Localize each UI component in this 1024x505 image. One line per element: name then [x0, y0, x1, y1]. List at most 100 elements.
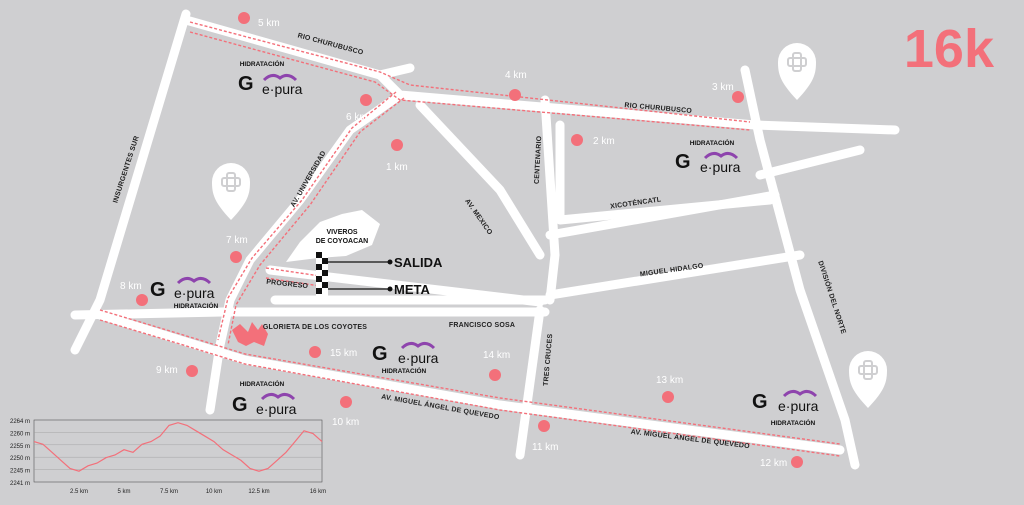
epura-logo-icon: e·pura	[778, 398, 819, 414]
profile-x-tick: 16 km	[310, 489, 326, 495]
km-label: 8 km	[120, 281, 142, 292]
profile-grid	[34, 432, 322, 470]
epura-logo-icon: e·pura	[174, 285, 215, 301]
km-label: 13 km	[656, 375, 683, 386]
km-marker	[509, 89, 521, 101]
profile-y-tick: 2255 m	[10, 444, 30, 450]
viveros-label-1: VIVEROS	[326, 229, 357, 236]
epura-logo-icon: e·pura	[256, 401, 297, 417]
street-label: TRES CRUCES	[543, 333, 555, 386]
gatorade-icon: G	[238, 73, 254, 95]
km-marker	[340, 396, 352, 408]
epura-logo-icon: e·pura	[398, 350, 439, 366]
profile-x-tick: 10 km	[206, 489, 222, 495]
rainbow-icon	[782, 389, 818, 398]
km-label: 7 km	[226, 235, 248, 246]
profile-y-ticks: 2264 m 2260 m 2255 m 2250 m 2245 m 2241 m	[10, 419, 30, 487]
profile-frame	[33, 419, 323, 483]
hydration-station: G e·pura HIDRATACIÓN	[372, 341, 439, 375]
start-dot	[387, 259, 393, 265]
km-marker	[791, 456, 803, 468]
km-label: 12 km	[760, 458, 787, 469]
km-marker	[391, 139, 403, 151]
km-marker	[732, 91, 744, 103]
gatorade-icon: G	[150, 279, 166, 301]
hydration-label: HIDRATACIÓN	[240, 379, 285, 388]
profile-x-tick: 7.5 km	[160, 489, 178, 495]
km-marker	[571, 134, 583, 146]
km-marker	[238, 12, 250, 24]
street-network	[70, 9, 900, 470]
km-marker	[186, 365, 198, 377]
km-label: 1 km	[386, 162, 408, 173]
profile-y-tick: 2264 m	[10, 419, 30, 425]
elevation-line	[33, 422, 323, 472]
hydration-label: HIDRATACIÓN	[690, 138, 735, 147]
km-label: 6 km	[346, 112, 368, 123]
medical-cross-pin-icon	[849, 351, 887, 408]
hydration-label: HIDRATACIÓN	[771, 418, 816, 427]
finish-dot	[387, 286, 393, 292]
street-label: CENTENARIO	[534, 135, 544, 184]
epura-logo-icon: e·pura	[262, 81, 303, 97]
start-label: SALIDA	[394, 255, 443, 270]
street-label: FRANCISCO SOSA	[449, 322, 515, 329]
km-marker	[230, 251, 242, 263]
hydration-label: HIDRATACIÓN	[240, 59, 285, 68]
profile-x-tick: 5 km	[117, 489, 130, 495]
km-marker	[136, 294, 148, 306]
km-marker	[538, 420, 550, 432]
gatorade-icon: G	[675, 151, 691, 173]
rainbow-icon	[176, 276, 212, 285]
rainbow-icon	[703, 151, 739, 160]
elevation-profile: 2264 m 2260 m 2255 m 2250 m 2245 m 2241 m 2.5…	[10, 419, 326, 495]
coyote-statue-icon	[232, 322, 268, 346]
rainbow-icon	[260, 392, 296, 401]
hydration-station: G e·pura HIDRATACIÓN	[150, 276, 219, 310]
km-marker	[489, 369, 501, 381]
km-marker	[309, 346, 321, 358]
hydration-station: HIDRATACIÓN G e·pura	[675, 138, 741, 175]
gatorade-icon: G	[752, 391, 768, 413]
medical-cross-pin-icon	[212, 163, 250, 220]
km-label: 4 km	[505, 70, 527, 81]
medical-cross-pin-icon	[778, 43, 816, 100]
hydration-label: HIDRATACIÓN	[382, 366, 427, 375]
km-label: 14 km	[483, 350, 510, 361]
rainbow-icon	[400, 341, 436, 350]
profile-x-tick: 12.5 km	[248, 489, 269, 495]
km-marker	[360, 94, 372, 106]
km-marker	[662, 391, 674, 403]
viveros-label-2: DE COYOACAN	[316, 238, 369, 245]
km-label: 15 km	[330, 348, 357, 359]
profile-x-ticks: 2.5 km 5 km 7.5 km 10 km 12.5 km 16 km	[70, 489, 326, 495]
street-label: PROGRESO	[266, 279, 309, 290]
profile-x-tick: 2.5 km	[70, 489, 88, 495]
profile-y-tick: 2245 m	[10, 469, 30, 475]
hydration-station: HIDRATACIÓN G e·pura	[232, 379, 297, 417]
finish-label: META	[394, 282, 430, 297]
km-label: 9 km	[156, 365, 178, 376]
checkered-flag-icon	[316, 252, 328, 298]
race-distance-title: 16k	[904, 19, 995, 79]
km-label: 11 km	[532, 442, 559, 453]
street-label: GLORIETA DE LOS COYOTES	[263, 324, 367, 331]
km-label: 3 km	[712, 82, 734, 93]
race-route	[99, 21, 841, 457]
epura-logo-icon: e·pura	[700, 159, 741, 175]
hydration-label: HIDRATACIÓN	[174, 301, 219, 310]
hydration-station: G e·pura HIDRATACIÓN	[752, 389, 819, 427]
viveros-park	[286, 210, 380, 262]
km-label: 5 km	[258, 18, 280, 29]
street-label: AV. MEXICO	[463, 198, 493, 237]
rainbow-icon	[262, 73, 298, 82]
gatorade-icon: G	[372, 343, 388, 365]
km-markers: 1 km 2 km 3 km 4 km 5 km 6 km 7 km 8 km …	[120, 12, 803, 469]
profile-y-tick: 2250 m	[10, 456, 30, 462]
profile-y-tick: 2260 m	[10, 431, 30, 437]
street-label: AV. UNIVERSIDAD	[290, 150, 328, 209]
km-label: 2 km	[593, 136, 615, 147]
profile-y-tick: 2241 m	[10, 481, 30, 487]
km-label: 10 km	[332, 417, 359, 428]
